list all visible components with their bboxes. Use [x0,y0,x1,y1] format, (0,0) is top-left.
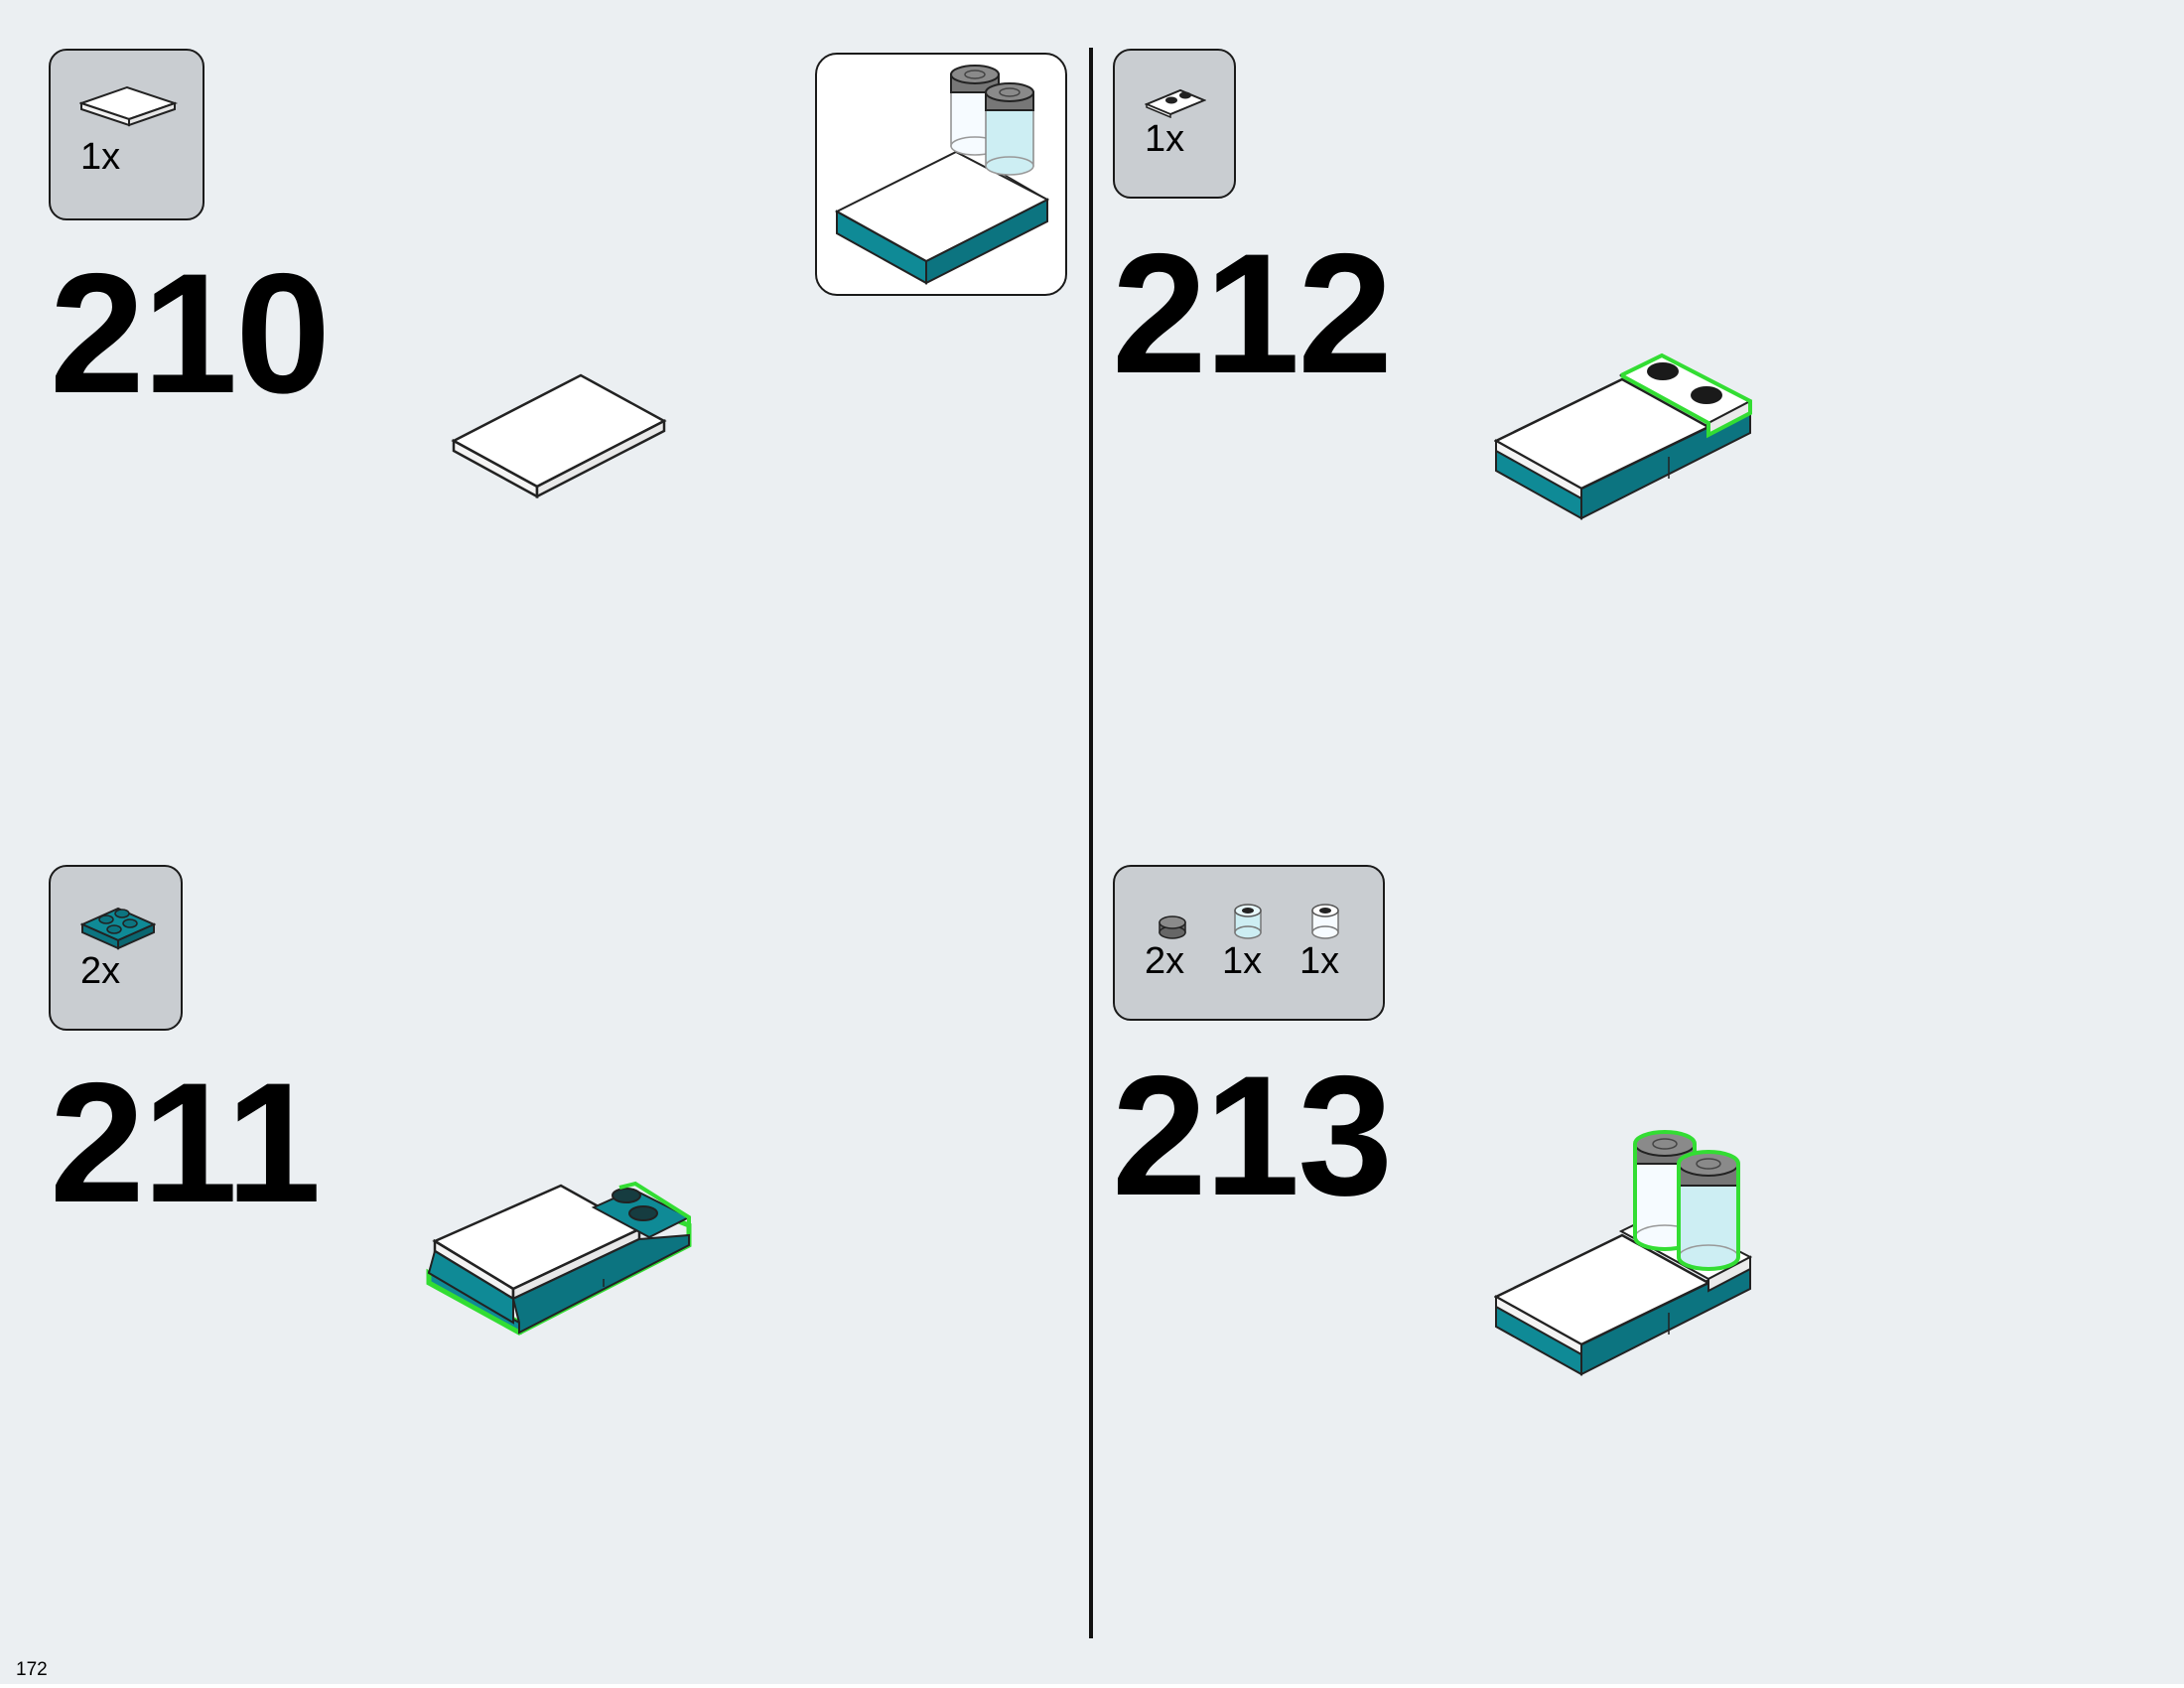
step-211-model [426,1181,692,1336]
step-210-parts-box: 1x [49,49,205,220]
step-213-model [1494,1130,1753,1376]
step-212-model [1494,352,1753,520]
step-212-number: 212 [1112,218,1393,409]
white-tile-part-icon [79,85,179,127]
step-213-part-1-qty: 2x [1145,940,1185,982]
white-plate-part-icon [1145,88,1206,118]
step-213-part-2-qty: 1x [1222,940,1263,982]
step-211-parts-box: 2x [49,865,183,1031]
page-number: 172 [16,1659,48,1680]
callout-assembly-model [834,65,1050,285]
bottom-edge [0,1684,2184,1688]
callout-previous-assembly [815,53,1067,296]
teal-plate-part-icon [80,907,156,950]
step-210-model-tile [451,373,667,499]
step-212-parts-box: 1x [1113,49,1236,199]
step-211-part-1-qty: 2x [80,950,121,992]
step-210-number: 210 [50,238,331,429]
trans-light-blue-round-brick-part-icon [1234,904,1262,939]
step-213-number: 213 [1112,1041,1393,1231]
step-213-part-3-qty: 1x [1299,940,1340,982]
page-divider [1089,48,1093,1638]
dark-round-tile-part-icon [1159,915,1186,939]
step-211-number: 211 [50,1048,321,1238]
step-212-part-1-qty: 1x [1145,118,1185,160]
step-213-parts-box: 2x 1x 1x [1113,865,1385,1021]
trans-clear-round-brick-part-icon [1311,904,1339,939]
step-210-part-1-qty: 1x [80,136,121,178]
